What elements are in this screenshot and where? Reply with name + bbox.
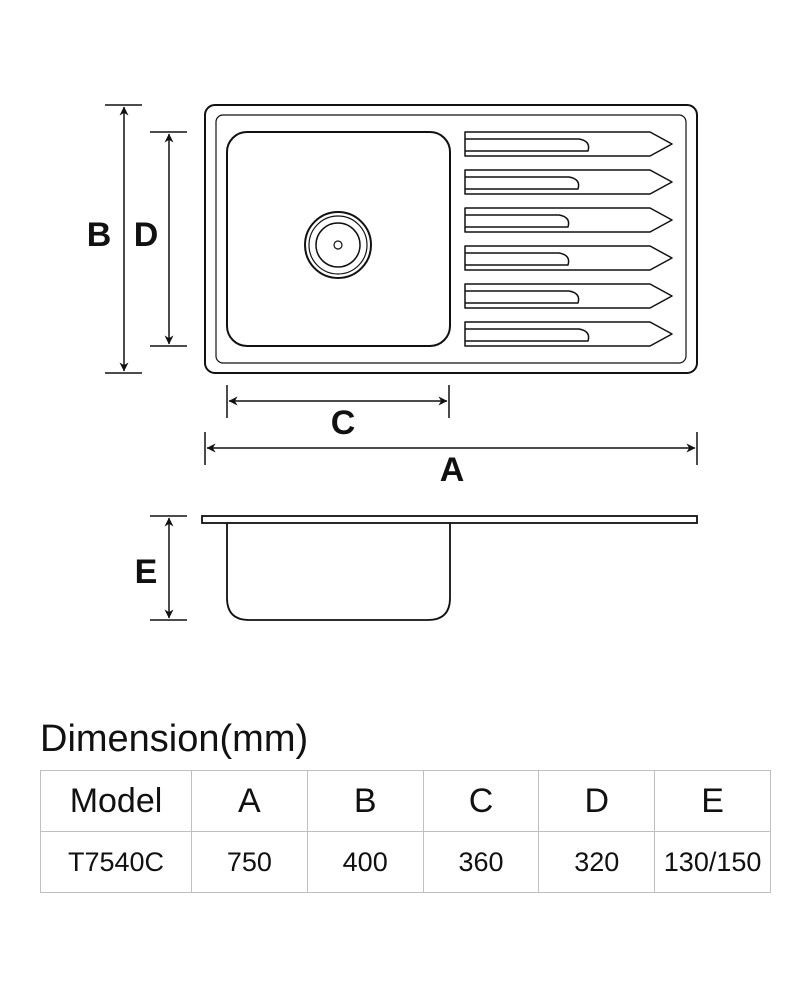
dimension-table: Model A B C D E T7540C 750 400 360 320 1…: [40, 770, 771, 893]
header-a: A: [191, 770, 308, 832]
label-c: C: [331, 404, 356, 442]
dimension-table-title: Dimension(mm): [40, 718, 309, 760]
drain-rib: [464, 245, 673, 271]
sink-bowl: [226, 131, 451, 347]
header-model: Model: [40, 770, 192, 832]
sink-outer-rim: [204, 104, 698, 374]
sink-side-rim: [201, 515, 698, 524]
header-e: E: [654, 770, 771, 832]
cell-e: 130/150: [654, 831, 771, 893]
drain-rib: [464, 321, 673, 347]
drain-rib: [464, 207, 673, 233]
cell-b: 400: [306, 831, 424, 893]
label-a: A: [440, 451, 465, 489]
header-b: B: [306, 770, 424, 832]
sink-top-view: [204, 104, 698, 374]
cell-a: 750: [191, 831, 308, 893]
dimension-e: [150, 515, 187, 621]
header-d: D: [538, 770, 656, 832]
drain-icon: [304, 211, 372, 279]
sink-side-view: [201, 515, 698, 621]
sink-technical-drawing: B D C A E: [87, 104, 698, 621]
label-e: E: [135, 553, 158, 591]
cell-c: 360: [422, 831, 540, 893]
label-d: D: [134, 216, 159, 254]
cell-model: T7540C: [40, 831, 192, 893]
dimension-lines: [105, 104, 698, 465]
drain-rib: [464, 283, 673, 309]
drainboard-ribs: [464, 131, 673, 347]
label-b: B: [87, 216, 112, 254]
header-c: C: [422, 770, 540, 832]
sink-side-bowl: [226, 523, 451, 621]
table-header-row: Model A B C D E: [40, 770, 771, 832]
sink-inner-rim: [215, 114, 687, 364]
drain-rib: [464, 169, 673, 195]
table-row: T7540C 750 400 360 320 130/150: [40, 831, 771, 893]
drain-rib: [464, 131, 673, 157]
cell-d: 320: [538, 831, 656, 893]
